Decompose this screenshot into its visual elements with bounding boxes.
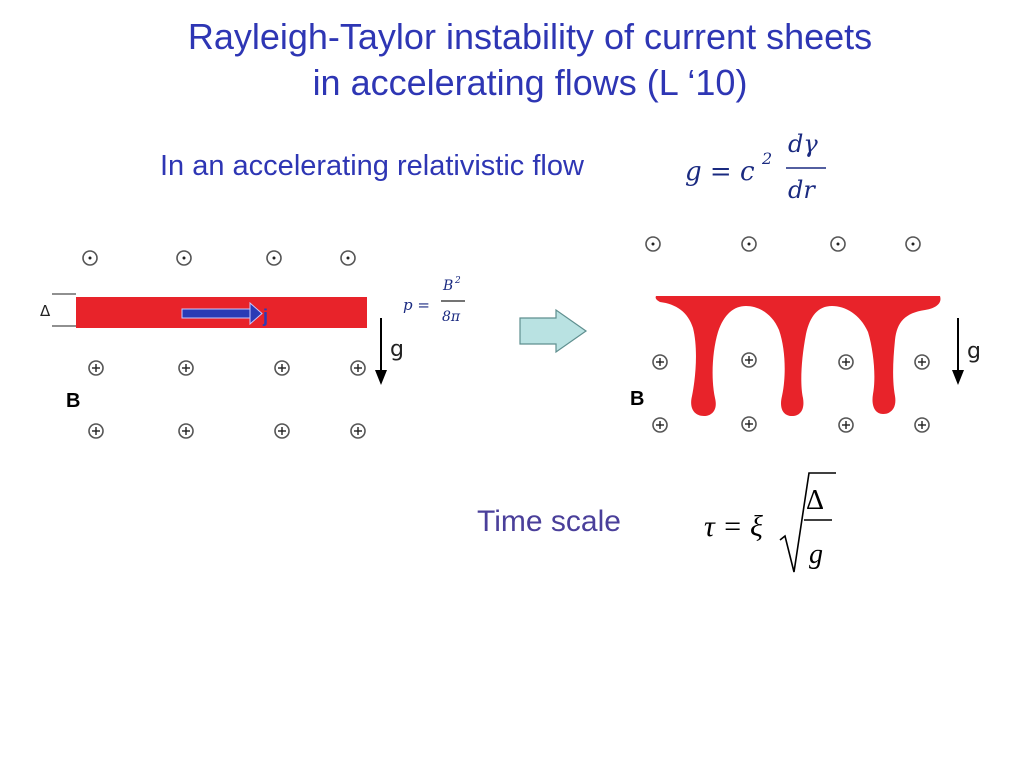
time-scale-denominator: g	[809, 539, 823, 570]
rayleigh-taylor-fingers	[655, 296, 941, 416]
field-in-symbol	[88, 423, 104, 439]
field-in-symbol	[652, 417, 668, 433]
field-out-symbol	[741, 236, 757, 252]
title-line-2: in accelerating flows (L ‘10)	[312, 62, 748, 103]
pressure-numerator: B	[442, 278, 453, 294]
field-out-symbol	[830, 236, 846, 252]
field-label: B	[630, 388, 644, 410]
field-in-symbol	[741, 352, 757, 368]
field-in-symbol	[838, 354, 854, 370]
field-in-symbol	[914, 417, 930, 433]
pressure-numerator-exponent: 2	[454, 276, 461, 286]
field-in-symbol	[838, 417, 854, 433]
time-scale-numerator: Δ	[806, 485, 824, 516]
gravity-arrow	[952, 318, 964, 385]
gravity-label: g	[390, 337, 404, 362]
gravity-equation: g = c 2 dγ dr	[685, 130, 826, 204]
process-arrow	[519, 308, 588, 354]
field-in-symbol	[274, 423, 290, 439]
time-scale-lhs: τ = ξ	[704, 510, 763, 543]
left-panel: Δ j p = B 2 8π g B	[40, 250, 465, 439]
field-in-symbol	[274, 360, 290, 376]
slide-title: Rayleigh-Taylor instability of current s…	[80, 14, 980, 106]
field-out-symbol	[905, 236, 921, 252]
field-in-symbol	[178, 360, 194, 376]
field-out-symbol	[176, 250, 192, 266]
field-out-symbol	[645, 236, 661, 252]
title-line-1: Rayleigh-Taylor instability of current s…	[187, 16, 873, 57]
pressure-denominator: 8π	[442, 309, 461, 325]
current-label: j	[262, 306, 268, 326]
field-in-symbol	[914, 354, 930, 370]
right-panel: B g	[630, 236, 981, 433]
field-in-symbol	[741, 416, 757, 432]
field-in-symbol	[350, 423, 366, 439]
pressure-lhs: p =	[403, 296, 430, 314]
field-label: B	[66, 390, 80, 412]
gravity-equation-numerator: dγ	[788, 130, 818, 158]
gravity-equation-lhs: g = c	[685, 157, 755, 187]
time-scale-label: Time scale	[477, 505, 621, 538]
field-out-symbol	[266, 250, 282, 266]
gravity-equation-denominator: dr	[788, 176, 816, 204]
field-out-symbol	[82, 250, 98, 266]
gravity-label: g	[967, 339, 981, 364]
thickness-label: Δ	[40, 302, 51, 320]
time-scale-equation: τ = ξ Δ g	[704, 472, 836, 573]
square-root-sign	[779, 472, 836, 573]
field-in-symbol	[178, 423, 194, 439]
field-out-symbol	[340, 250, 356, 266]
gravity-equation-exponent: 2	[761, 149, 772, 168]
pressure-equation: p = B 2 8π	[403, 276, 465, 325]
field-in-symbol	[652, 354, 668, 370]
gravity-arrow	[375, 318, 387, 385]
field-in-symbol	[88, 360, 104, 376]
subtitle-text: In an accelerating relativistic flow	[160, 150, 584, 182]
current-arrow	[181, 301, 263, 326]
field-in-symbol	[350, 360, 366, 376]
